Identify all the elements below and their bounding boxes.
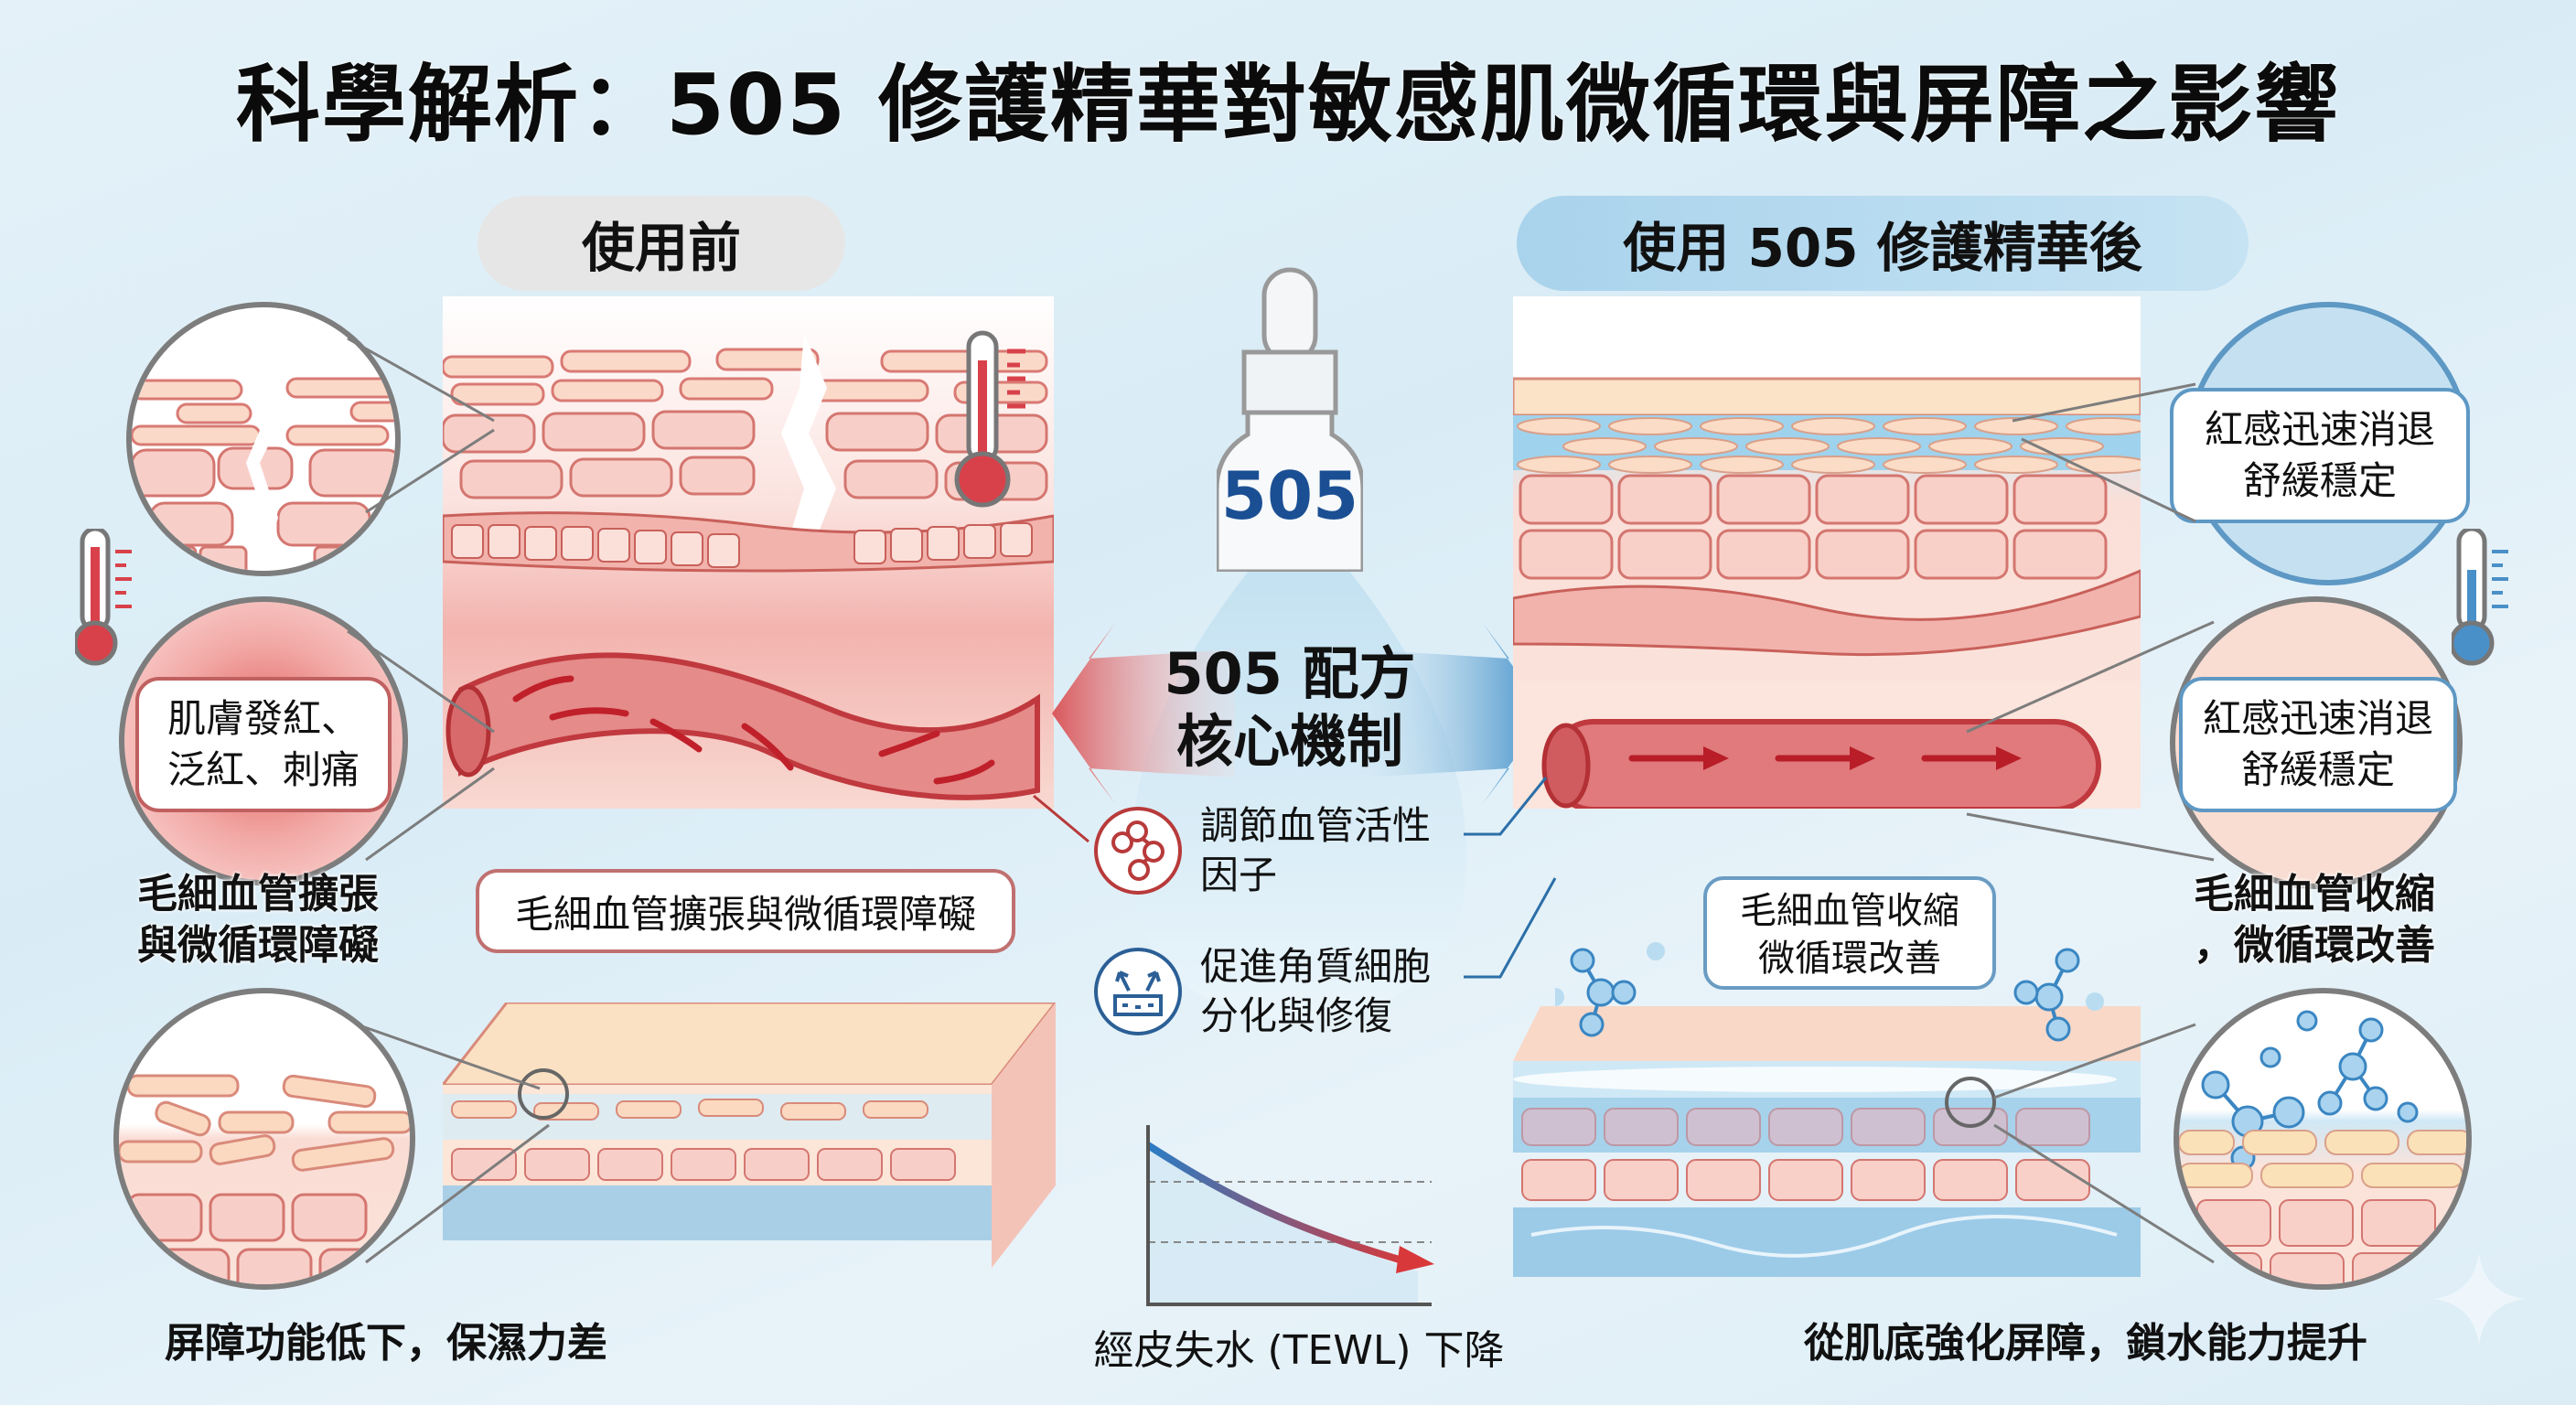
page-title: 科學解析：505 修護精華對敏感肌微循環與屏障之影響 bbox=[235, 56, 2341, 154]
calm-label-line-2: 舒緩穩定 bbox=[2240, 747, 2395, 792]
symptom-label: 肌膚發紅、 泛紅、刺痛 bbox=[135, 677, 392, 812]
mechanism-line-1: 促進角質細胞 bbox=[1200, 944, 1432, 989]
caption-line-2: 與微循環障礙 bbox=[137, 922, 379, 969]
bottle-label: 505 bbox=[1220, 457, 1359, 534]
after-skin-cross-section bbox=[1513, 296, 2141, 809]
speech-line-1: 毛細血管收縮 bbox=[1740, 890, 1959, 932]
after-speech-bubble: 毛細血管收縮 微循環改善 bbox=[1703, 876, 1996, 990]
tewl-caption: 經皮失水 (TEWL) 下降 bbox=[1093, 1327, 1505, 1374]
before-epidermis-zoom bbox=[126, 302, 401, 576]
calm-label-line-1: 紅感迅速消退 bbox=[2202, 696, 2433, 741]
tewl-chart bbox=[1143, 1125, 1445, 1308]
before-skin-cross-section bbox=[443, 296, 1054, 809]
calm-label-line-1: 紅感迅速消退 bbox=[2204, 407, 2435, 452]
mechanism-line-2: 分化與修復 bbox=[1200, 993, 1393, 1038]
calm-label-line-2: 舒緩穩定 bbox=[2242, 458, 2397, 503]
mechanism-line-1: 調節血管活性 bbox=[1200, 803, 1432, 848]
mechanism-line-2: 因子 bbox=[1200, 853, 1278, 897]
before-vessel-label: 毛細血管擴張與微循環障礙 bbox=[476, 869, 1015, 953]
symptom-line-2: 泛紅、刺痛 bbox=[166, 747, 360, 792]
calm-label-mid: 紅感迅速消退 舒緩穩定 bbox=[2179, 677, 2457, 812]
before-barrier-zoom bbox=[113, 988, 415, 1290]
mechanism-title: 505 配方 核心機制 bbox=[1125, 640, 1454, 776]
center-mechanism-area bbox=[1052, 512, 1546, 1134]
after-barrier-caption: 從肌底強化屏障，鎖水能力提升 bbox=[1804, 1320, 2367, 1367]
after-barrier-block bbox=[1513, 977, 2141, 1281]
thermometer-hot-icon bbox=[72, 526, 139, 666]
after-capillary-caption: 毛細血管收縮 ，微循環改善 bbox=[2194, 869, 2468, 971]
calm-label-top: 紅感迅速消退 舒緩穩定 bbox=[2170, 388, 2470, 523]
mechanism-text-keratinocyte: 促進角質細胞 分化與修復 bbox=[1200, 942, 1431, 1041]
before-header: 使用前 bbox=[478, 196, 845, 291]
mechanism-item-keratinocyte: 促進角質細胞 分化與修復 bbox=[1094, 942, 1431, 1041]
before-barrier-block bbox=[439, 1001, 1059, 1277]
skin-repair-arrows-icon bbox=[1094, 948, 1182, 1035]
mechanism-text-vascular: 調節血管活性 因子 bbox=[1200, 801, 1431, 900]
symptom-line-1: 肌膚發紅、 bbox=[166, 696, 360, 741]
mechanism-title-line-2: 核心機制 bbox=[1175, 708, 1403, 775]
before-capillary-caption: 毛細血管擴張 與微循環障礙 bbox=[137, 869, 412, 971]
caption-line-1: 毛細血管擴張 bbox=[137, 871, 379, 917]
caption-line-2: ，微循環改善 bbox=[2194, 922, 2435, 969]
moisture-molecules-icon bbox=[1546, 942, 2104, 1043]
after-header: 使用 505 修護精華後 bbox=[1517, 196, 2249, 291]
speech-line-2: 微循環改善 bbox=[1758, 938, 1941, 980]
molecule-network-icon bbox=[1094, 807, 1182, 895]
mechanism-item-vascular: 調節血管活性 因子 bbox=[1094, 801, 1431, 900]
caption-line-1: 毛細血管收縮 bbox=[2194, 871, 2435, 917]
mechanism-title-line-1: 505 配方 bbox=[1164, 640, 1416, 707]
sparkle-icon bbox=[2433, 1253, 2525, 1345]
thermometer-cool-icon bbox=[2449, 526, 2516, 666]
before-barrier-caption: 屏障功能低下，保濕力差 bbox=[165, 1320, 607, 1367]
